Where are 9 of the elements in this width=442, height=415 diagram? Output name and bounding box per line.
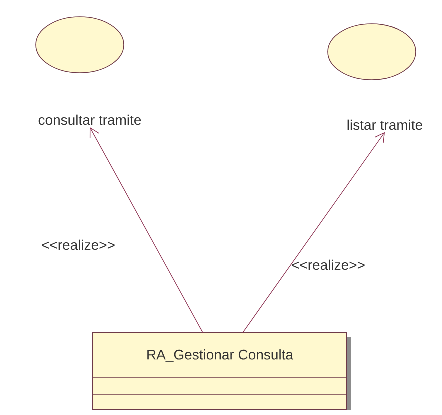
arrow xyxy=(242,132,385,334)
class-box: RA_Gestionar Consulta xyxy=(92,332,351,410)
node-label: listar tramite xyxy=(348,120,422,130)
edge-label: <<realize>> xyxy=(42,240,115,250)
edge-label: <<realize>> xyxy=(292,260,365,270)
arrow xyxy=(90,127,204,334)
use-case: consultar tramite xyxy=(36,16,142,126)
use-case: listar tramite xyxy=(328,24,422,130)
node-label: consultar tramite xyxy=(38,114,142,126)
